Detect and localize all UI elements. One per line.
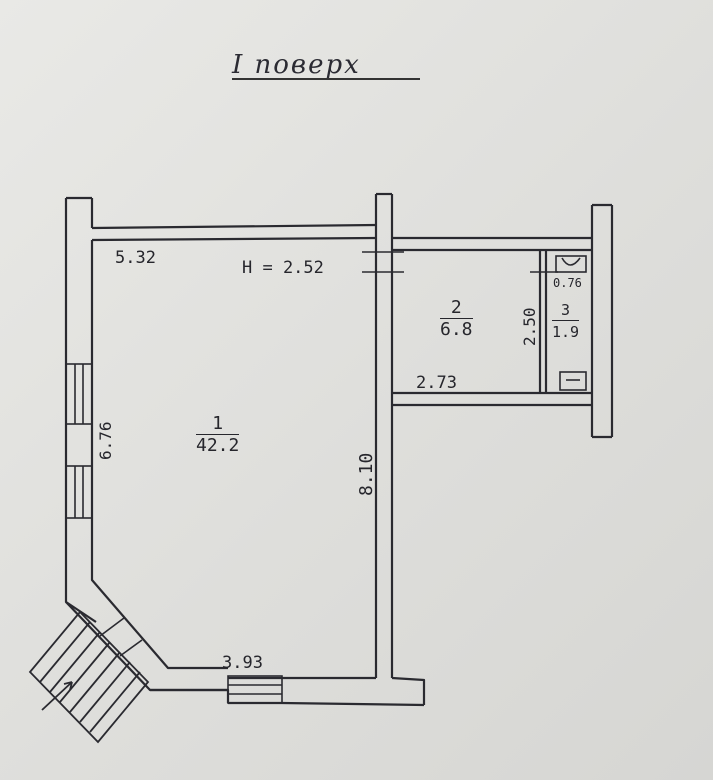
window-left-2: [65, 465, 93, 519]
window-left-1: [65, 363, 93, 425]
ceiling-height: H = 2.52: [242, 258, 324, 278]
page-title: I поверх: [232, 50, 361, 80]
room-3-number: 3: [552, 300, 580, 321]
dim-room2-height: 2.50: [520, 307, 539, 346]
title-underline: [232, 78, 420, 80]
dim-partition-wall: 8.10: [356, 452, 377, 496]
room-2-area: 6.8: [440, 319, 473, 340]
window-bottom: [227, 675, 283, 704]
room-1-number: 1: [196, 414, 240, 435]
washbasin-icon: [559, 371, 587, 391]
room-1-label: 1 42.2: [196, 414, 240, 457]
room-2-label: 2 6.8: [440, 298, 473, 341]
dim-room3-width: 0.76: [553, 276, 582, 290]
room-1-area: 42.2: [196, 435, 240, 456]
room-3-area: 1.9: [552, 323, 580, 341]
dim-room2-width: 2.73: [416, 373, 457, 393]
dim-left-wall: 6.76: [96, 421, 115, 460]
top-wall: [91, 223, 377, 230]
dim-top-wall: 5.32: [115, 248, 156, 268]
toilet-icon: [555, 255, 587, 273]
room-3-label: 3 1.9: [552, 300, 580, 343]
room-2-number: 2: [440, 298, 473, 319]
dim-bottom-wall: 3.93: [222, 653, 263, 673]
entrance-stairs: [28, 610, 150, 744]
